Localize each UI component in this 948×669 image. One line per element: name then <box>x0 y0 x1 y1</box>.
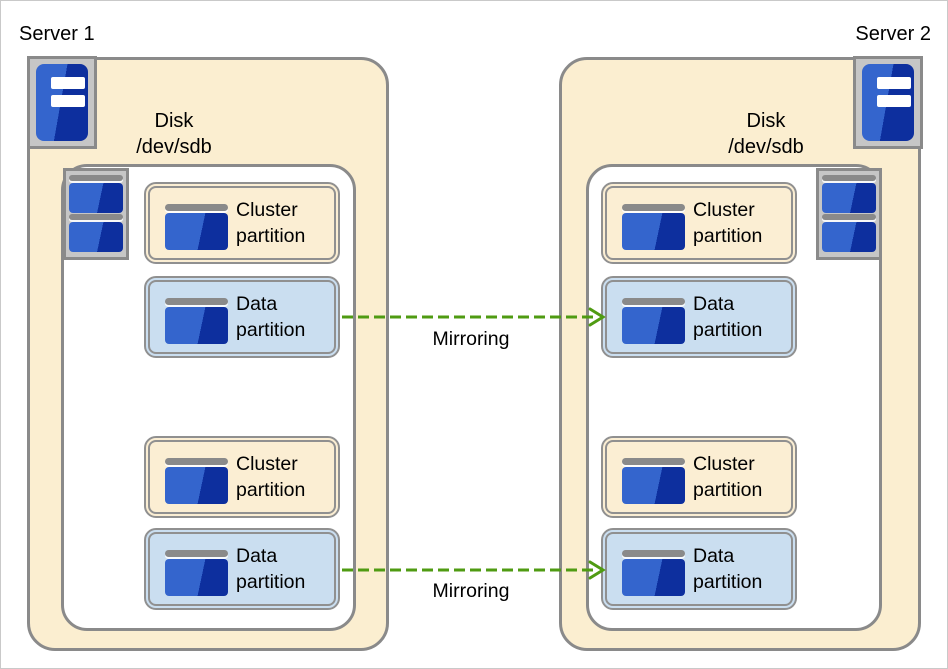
partition-label: Data partition <box>236 293 306 341</box>
tower-slot <box>877 77 911 89</box>
disk-title-line: Disk <box>154 110 194 132</box>
mirroring-label-1: Mirroring <box>432 328 510 350</box>
disk-body <box>165 213 228 250</box>
tower-slot <box>877 95 911 107</box>
tower-body <box>36 64 88 141</box>
mirroring-label-2: Mirroring <box>432 580 510 602</box>
partition-disk-icon <box>622 458 685 504</box>
partition-label: Cluster partition <box>236 453 306 501</box>
tower-body <box>862 64 914 141</box>
disk-device-line: /dev/sdb <box>728 136 804 158</box>
tower-slot <box>51 95 85 107</box>
server1-disk-stack-icon <box>63 168 129 260</box>
server2-data-partition-1: Data partition <box>601 276 797 358</box>
disk-body <box>69 222 123 252</box>
disk-body <box>165 307 228 344</box>
disk-bar <box>69 214 123 220</box>
partition-label: Cluster partition <box>236 199 306 247</box>
disk-body <box>822 222 876 252</box>
disk-title-line: Disk <box>746 110 786 132</box>
server2-disk-title: Disk /dev/sdb <box>686 108 846 160</box>
disk-body <box>165 467 228 504</box>
server1-cluster-partition-2: Cluster partition <box>144 436 340 518</box>
server2-cluster-partition-1: Cluster partition <box>601 182 797 264</box>
disk-bar <box>165 550 228 557</box>
server2-data-partition-2: Data partition <box>601 528 797 610</box>
disk-bar <box>822 214 876 220</box>
disk-body <box>622 559 685 596</box>
disk-body <box>69 183 123 213</box>
partition-label: Cluster partition <box>693 453 763 501</box>
tower-slot <box>51 77 85 89</box>
partition-disk-icon <box>165 550 228 596</box>
server1-data-partition-2: Data partition <box>144 528 340 610</box>
disk-bar <box>69 175 123 181</box>
partition-label: Data partition <box>236 545 306 593</box>
server1-tower-icon <box>27 56 97 149</box>
server2-label: Server 2 <box>855 23 931 45</box>
disk-bar <box>165 204 228 211</box>
disk-body <box>822 183 876 213</box>
partition-disk-icon <box>165 458 228 504</box>
partition-disk-icon <box>165 298 228 344</box>
server1-disk-title: Disk /dev/sdb <box>94 108 254 160</box>
server1-data-partition-1: Data partition <box>144 276 340 358</box>
disk-body <box>165 559 228 596</box>
disk-bar <box>622 550 685 557</box>
disk-body <box>622 307 685 344</box>
partition-disk-icon <box>622 204 685 250</box>
partition-label: Cluster partition <box>693 199 763 247</box>
disk-bar <box>622 204 685 211</box>
partition-label: Data partition <box>693 293 763 341</box>
server1-label: Server 1 <box>19 23 95 45</box>
disk-bar <box>622 458 685 465</box>
partition-disk-icon <box>622 298 685 344</box>
partition-disk-icon <box>622 550 685 596</box>
disk-body <box>622 467 685 504</box>
disk-device-line: /dev/sdb <box>136 136 212 158</box>
server2-disk-stack-icon <box>816 168 882 260</box>
disk-bar <box>622 298 685 305</box>
disk-body <box>622 213 685 250</box>
disk-bar <box>165 298 228 305</box>
partition-disk-icon <box>165 204 228 250</box>
server2-tower-icon <box>853 56 923 149</box>
partition-label: Data partition <box>693 545 763 593</box>
disk-bar <box>822 175 876 181</box>
disk-bar <box>165 458 228 465</box>
server1-cluster-partition-1: Cluster partition <box>144 182 340 264</box>
server2-cluster-partition-2: Cluster partition <box>601 436 797 518</box>
